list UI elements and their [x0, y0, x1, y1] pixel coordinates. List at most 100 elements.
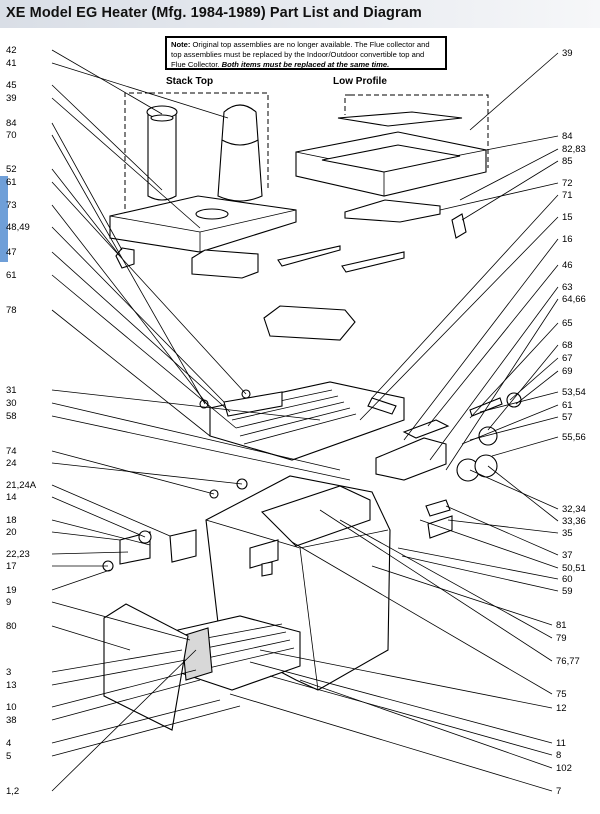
leader-line — [371, 194, 559, 399]
leader-line — [487, 465, 559, 522]
leader-line — [447, 519, 559, 534]
leader-line — [51, 705, 241, 757]
callout-label: 35 — [562, 528, 573, 539]
leader-line — [51, 519, 151, 546]
leader-line — [249, 661, 553, 744]
callout-label: 74 — [6, 446, 17, 457]
callout-label: 20 — [6, 527, 17, 538]
leader-line — [51, 601, 191, 641]
leader-line — [485, 135, 559, 151]
leader-line — [51, 496, 146, 538]
leader-line — [51, 462, 243, 485]
callout-label: 55,56 — [562, 432, 586, 443]
leader-line — [259, 649, 553, 709]
callout-label: 21,24A — [6, 480, 37, 491]
callout-label: 3 — [6, 667, 11, 678]
leader-line — [479, 391, 559, 413]
leader-line — [51, 134, 206, 405]
leader-line — [51, 625, 131, 651]
callout-label: 79 — [556, 633, 567, 644]
callout-label: 48,49 — [6, 222, 30, 233]
leader-line — [51, 204, 211, 409]
stack-top-assembly — [109, 104, 297, 279]
callout-label: 42 — [6, 45, 17, 56]
heat-exchanger — [177, 615, 301, 691]
callout-label: 59 — [562, 586, 573, 597]
leader-line — [429, 286, 559, 461]
leader-line — [509, 357, 559, 401]
callout-label: 71 — [562, 190, 573, 201]
leader-line — [319, 509, 553, 662]
leader-line — [371, 565, 553, 626]
callout-label: 85 — [562, 156, 573, 167]
leader-line — [51, 309, 211, 437]
callout-label: 18 — [6, 515, 17, 526]
leader-line — [51, 649, 183, 673]
leader-line — [51, 551, 129, 555]
callout-label: 61 — [6, 270, 17, 281]
leader-line — [51, 484, 171, 537]
side-tab-marker — [0, 176, 8, 262]
callout-label: 7 — [556, 786, 561, 797]
leader-line — [427, 264, 559, 427]
callout-label: 81 — [556, 620, 567, 631]
leader-line — [51, 181, 247, 395]
leader-line — [439, 182, 559, 211]
access-door — [103, 603, 189, 731]
callout-label: 5 — [6, 751, 11, 762]
callout-label: 14 — [6, 492, 17, 503]
note-emphasis: Both items must be replaced at the same … — [221, 60, 390, 69]
callout-label: 64,66 — [562, 294, 586, 305]
leader-line — [51, 679, 201, 721]
callout-label: 84 — [6, 118, 17, 129]
callout-label: 102 — [556, 763, 572, 774]
callout-label: 39 — [6, 93, 17, 104]
leader-line — [51, 62, 229, 119]
leader-line — [51, 402, 341, 471]
note-prefix: Note: — [171, 40, 191, 49]
callout-label: 50,51 — [562, 563, 586, 574]
note-text: Original top assemblies are no longer av… — [171, 40, 430, 69]
leader-line — [51, 251, 231, 413]
leader-line — [359, 216, 559, 421]
leader-line — [461, 160, 559, 221]
leader-line — [51, 226, 225, 403]
callout-label: 73 — [6, 200, 17, 211]
low-profile-bracket — [344, 94, 489, 168]
callout-label: 46 — [562, 260, 573, 271]
leader-line — [397, 547, 559, 580]
leader-line — [291, 541, 553, 695]
leader-line — [51, 84, 163, 191]
leader-line — [51, 450, 215, 495]
callout-label: 1,2 — [6, 786, 19, 797]
callout-label: 76,77 — [556, 656, 580, 667]
callout-label: 22,23 — [6, 549, 30, 560]
stack-top-label: Stack Top — [166, 76, 214, 87]
leader-line — [491, 436, 559, 457]
callout-label: 17 — [6, 561, 17, 572]
leader-line — [469, 52, 559, 131]
leader-line — [51, 669, 197, 708]
leader-line — [51, 649, 197, 792]
leader-line — [51, 569, 111, 591]
leader-line — [445, 298, 559, 471]
callout-label: 41 — [6, 58, 17, 69]
callout-label: 68 — [562, 340, 573, 351]
callout-label: 82,83 — [562, 144, 586, 155]
callout-labels: 42414539847052617348,4947617831305874242… — [6, 45, 586, 797]
callout-label: 31 — [6, 385, 17, 396]
callout-label: 32,34 — [562, 504, 586, 515]
callout-label: 37 — [562, 550, 573, 561]
callout-label: 65 — [562, 318, 573, 329]
callout-label: 8 — [556, 750, 561, 761]
callout-label: 11 — [556, 738, 566, 749]
callout-label: 61 — [6, 177, 17, 188]
callout-label: 19 — [6, 585, 17, 596]
callout-label: 24 — [6, 458, 17, 469]
leader-lines — [51, 49, 559, 792]
leader-line — [339, 519, 553, 639]
leader-line — [51, 97, 201, 229]
callout-label: 30 — [6, 398, 17, 409]
stack-top-bracket — [124, 92, 269, 235]
leader-line — [401, 555, 559, 592]
